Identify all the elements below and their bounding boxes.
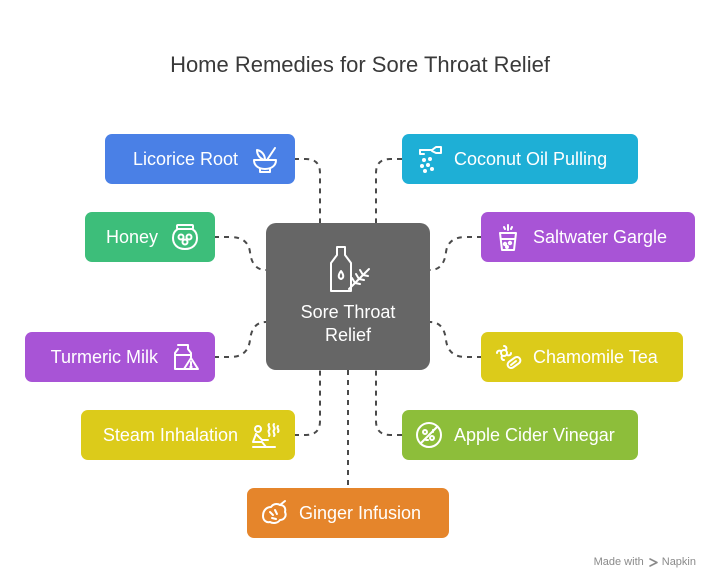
- salt-glass-icon: [499, 224, 517, 251]
- ginger-icon: [262, 500, 287, 525]
- milk-warning-icon: [174, 344, 199, 370]
- made-with-napkin-footer: Made with Napkin: [594, 556, 696, 568]
- node-label: Saltwater Gargle: [533, 226, 668, 247]
- connector-saltwater-gargle: [429, 236, 482, 271]
- node-chamomile-tea: Chamomile Tea: [481, 332, 683, 382]
- node-label: Steam Inhalation: [102, 424, 238, 445]
- connector-apple-cider-vinegar: [375, 370, 402, 436]
- steam-person-icon: [252, 423, 280, 448]
- node-label: Apple Cider Vinegar: [454, 424, 615, 445]
- center-node-sore-throat-relief: Sore Throat Relief: [266, 223, 430, 370]
- connector-turmeric-milk: [214, 321, 267, 358]
- node-label: Honey: [105, 226, 158, 247]
- node-label: Ginger Infusion: [299, 502, 422, 523]
- connector-chamomile-tea: [429, 321, 482, 358]
- node-steam-inhalation: Steam Inhalation: [81, 410, 295, 460]
- oil-bottle-herb-icon: [330, 246, 370, 292]
- footer-made-with: Made with: [593, 556, 644, 568]
- node-label: Coconut Oil Pulling: [454, 148, 608, 169]
- center-label-line2: Relief: [324, 325, 372, 345]
- node-honey: Honey: [85, 212, 215, 262]
- chamomile-pill-icon: [496, 345, 522, 370]
- node-licorice-root: Licorice Root: [105, 134, 295, 184]
- node-apple-cider-vinegar: Apple Cider Vinegar: [402, 410, 638, 460]
- node-saltwater-gargle: Saltwater Gargle: [481, 212, 695, 262]
- no-bacteria-icon: [416, 422, 442, 448]
- footer-brand-name: Napkin: [661, 556, 696, 568]
- node-label: Turmeric Milk: [50, 346, 158, 367]
- page-title: Home Remedies for Sore Throat Relief: [170, 52, 550, 77]
- napkin-logo-icon: [648, 557, 658, 567]
- mortar-pestle-icon: [253, 147, 277, 173]
- connector-licorice-root: [294, 158, 321, 223]
- honey-jar-icon: [172, 224, 198, 250]
- footer-brand: Napkin: [648, 556, 696, 568]
- node-label: Licorice Root: [132, 148, 238, 169]
- connector-steam-inhalation: [294, 370, 321, 436]
- node-turmeric-milk: Turmeric Milk: [25, 332, 215, 382]
- oil-pour-icon: [419, 146, 442, 173]
- node-ginger-infusion: Ginger Infusion: [247, 488, 449, 538]
- connector-honey: [214, 236, 267, 271]
- node-coconut-oil-pulling: Coconut Oil Pulling: [402, 134, 638, 184]
- node-label: Chamomile Tea: [533, 346, 658, 367]
- center-label-line1: Sore Throat: [300, 302, 396, 322]
- connector-coconut-oil-pulling: [375, 158, 402, 223]
